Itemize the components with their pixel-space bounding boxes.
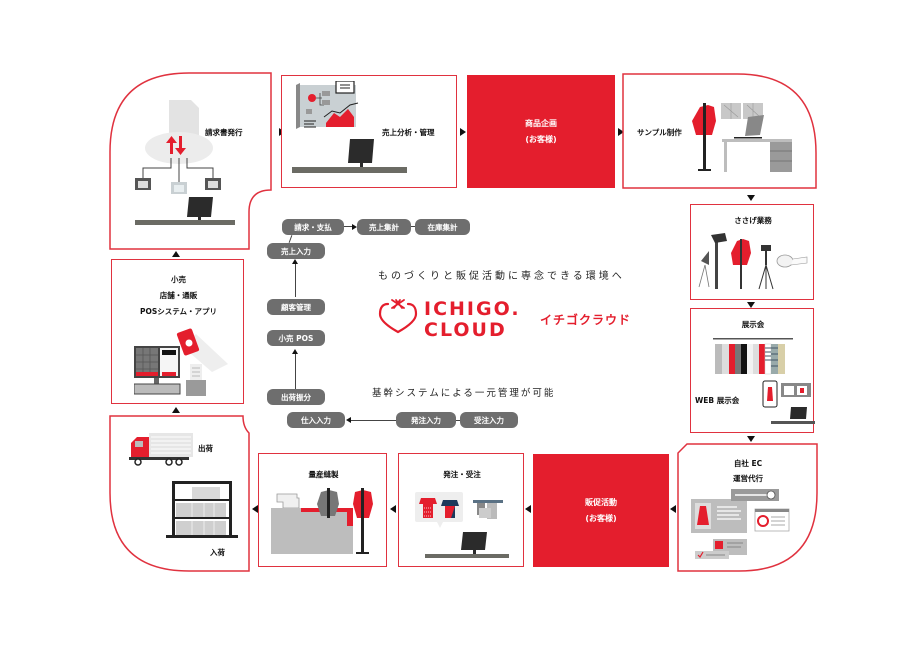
pill-customer-mgmt: 顧客管理 — [267, 299, 325, 315]
sasage-card[interactable]: ささげ業務 — [690, 204, 814, 300]
order-illustration — [415, 492, 509, 558]
flow-connector — [295, 262, 296, 297]
brand-line1: ICHIGO. — [424, 298, 521, 320]
ec-label-line2: 運営代行 — [733, 474, 763, 483]
pill-order-input: 発注入力 — [396, 412, 456, 428]
flow-connector — [411, 226, 415, 227]
product-planning-block[interactable]: 商品企画 (お客様) — [467, 75, 615, 188]
arrow-left-icon — [252, 505, 258, 513]
invoice-cloud-illustration — [135, 100, 221, 194]
ec-card[interactable]: 自社 EC 運営代行 — [677, 443, 819, 573]
logistics-card[interactable]: 出荷 入荷 — [109, 415, 251, 573]
chart-donut-icon — [757, 515, 769, 527]
promotion-title: 販促活動 — [585, 497, 617, 507]
ec-card-frame — [677, 443, 818, 572]
invoice-label: 請求書発行 — [205, 128, 243, 137]
order-card[interactable]: 発注・受注 — [398, 453, 524, 567]
download-arrow-icon — [179, 136, 182, 150]
flow-connector — [295, 351, 296, 389]
arrow-left-icon — [525, 505, 531, 513]
flow-arrow-icon — [352, 224, 357, 230]
dress-form-desk-illustration — [692, 103, 792, 172]
subline: 基幹システムによる一元管理が可能 — [372, 388, 556, 399]
sales-chart-illustration — [296, 81, 359, 129]
measuring-tape-icon — [776, 254, 794, 268]
retail-label-line1: 小売 — [171, 275, 186, 284]
brand-japanese: イチゴクラウド — [540, 313, 632, 327]
arrow-down-icon — [747, 195, 755, 201]
computer-desk-icon — [292, 139, 407, 173]
flow-arrow-icon — [292, 349, 298, 354]
truck-icon — [129, 433, 193, 466]
sewing-card[interactable]: 量産縫製 — [258, 453, 387, 567]
promotion-subtitle: (お客様) — [585, 513, 617, 523]
sewing-label: 量産縫製 — [308, 470, 339, 479]
pill-purchase-input: 仕入入力 — [287, 412, 345, 428]
retail-label-line2: 店舗・通販 — [159, 291, 198, 300]
brand-line2: CLOUD — [424, 319, 507, 341]
sample-card[interactable]: サンプル制作 — [622, 73, 818, 190]
brand-wordmark: ICHIGO. CLOUD — [424, 299, 521, 341]
dress-icon — [697, 506, 709, 525]
checkmark-icon — [697, 551, 704, 558]
order-label: 発注・受注 — [443, 470, 481, 479]
arrow-up-icon — [172, 407, 180, 413]
arrow-left-icon — [390, 505, 396, 513]
retail-label: 小売 店舗・通販 POSシステム・アプリ — [112, 272, 245, 320]
arrow-right-icon — [460, 128, 466, 136]
arrow-down-icon — [747, 302, 755, 308]
sales-analysis-label: 売上分析・管理 — [382, 128, 435, 137]
flow-connector — [456, 420, 460, 421]
ec-site-illustration — [691, 489, 790, 559]
sales-analysis-card[interactable]: 売上分析・管理 — [281, 75, 457, 188]
pill-sales-input: 売上入力 — [267, 243, 325, 259]
web-exhibition-label: WEB 展示会 — [695, 396, 740, 405]
clothing-rack-illustration — [713, 338, 793, 375]
sasage-label: ささげ業務 — [734, 216, 772, 225]
pill-receive-order-input: 受注入力 — [460, 412, 518, 428]
arrow-down-icon — [747, 436, 755, 442]
exhibition-card[interactable]: 展示会 WEB 展示会 — [690, 308, 815, 433]
computer-desk-icon — [135, 197, 235, 225]
arrow-right-icon — [618, 128, 624, 136]
upload-arrow-icon — [170, 140, 173, 154]
pill-sales-total: 売上集計 — [357, 219, 411, 235]
ship-label: 出荷 — [198, 444, 213, 453]
ec-label: 自社 EC 運営代行 — [677, 456, 819, 486]
receive-label: 入荷 — [210, 548, 225, 557]
product-planning-subtitle: (お客様) — [525, 134, 557, 144]
flow-arrow-icon — [292, 259, 298, 264]
pill-stock-total: 在庫集計 — [415, 219, 470, 235]
exhibition-label: 展示会 — [741, 320, 765, 329]
arrow-left-icon — [670, 505, 676, 513]
strawberry-logo-icon — [378, 299, 418, 334]
studio-light-icon — [711, 233, 727, 243]
retail-card[interactable]: 小売 店舗・通販 POSシステム・アプリ — [111, 259, 244, 404]
sample-card-frame — [622, 73, 817, 189]
arrow-up-icon — [172, 251, 180, 257]
lightbulb-icon — [715, 541, 723, 549]
invoice-card[interactable]: 請求書発行 — [109, 72, 273, 250]
flow-connector — [351, 420, 396, 421]
pos-register-illustration — [134, 328, 228, 396]
retail-label-line3: POSシステム・アプリ — [139, 307, 218, 316]
sample-label: サンプル制作 — [637, 128, 682, 137]
ec-label-line1: 自社 EC — [733, 459, 763, 468]
sewing-illustration — [271, 488, 373, 554]
pill-ship-split: 出荷振分 — [267, 389, 325, 405]
speech-bubble-icon — [335, 81, 355, 94]
photo-studio-illustration — [698, 233, 808, 290]
flow-connector — [344, 226, 354, 227]
flow-arrow-icon — [346, 417, 351, 423]
flow-connector — [288, 235, 293, 243]
camera-icon — [761, 245, 771, 251]
sewing-machine-icon — [276, 493, 300, 509]
pill-billing: 請求・支払 — [282, 219, 344, 235]
tagline: ものづくりと販促活動に専念できる環境へ — [378, 271, 625, 282]
product-planning-title: 商品企画 — [525, 118, 557, 128]
warehouse-rack-icon — [166, 481, 238, 538]
promotion-block[interactable]: 販促活動 (お客様) — [533, 454, 669, 567]
web-exhibition-illustration — [762, 380, 815, 424]
pill-retail-pos: 小売 POS — [267, 330, 325, 346]
